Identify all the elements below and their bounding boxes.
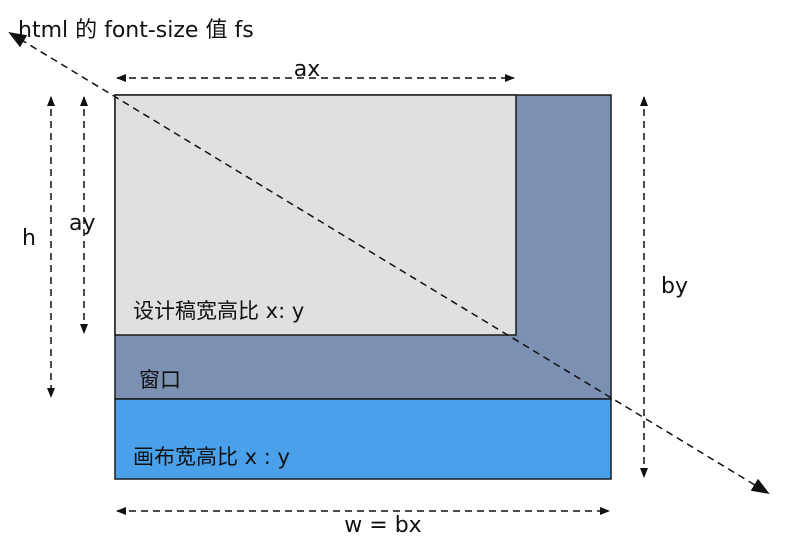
- ax-label: ax: [294, 57, 321, 82]
- window-label: 窗口: [139, 368, 181, 392]
- h-label: h: [22, 226, 36, 251]
- bx-label: w = bx: [344, 513, 421, 538]
- by-label: by: [661, 274, 688, 299]
- ay-label: ay: [69, 211, 96, 236]
- canvas-ratio-label: 画布宽高比 x : y: [133, 445, 290, 469]
- diagram-title: html 的 font-size 值 fs: [18, 18, 254, 43]
- design-ratio-label: 设计稿宽高比 x: y: [133, 299, 304, 323]
